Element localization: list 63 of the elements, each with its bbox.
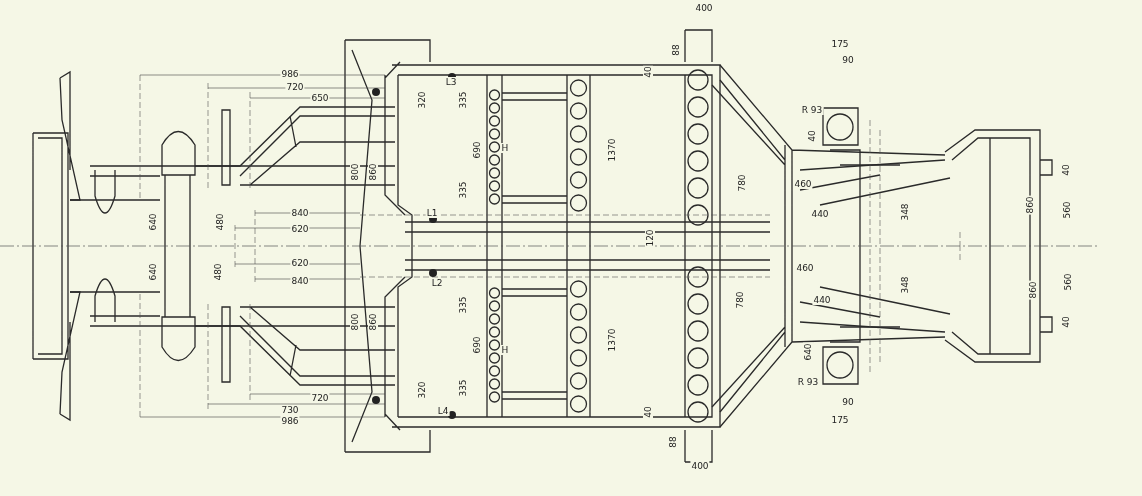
- dimension-label: L1: [425, 208, 439, 218]
- dimension-label: 730: [280, 405, 300, 415]
- dimension-label: 800: [350, 312, 360, 332]
- dimension-label: 840: [290, 208, 310, 218]
- dimension-label: 460: [793, 179, 813, 189]
- dimension-label: 560: [1063, 272, 1073, 292]
- dimension-label: 860: [368, 162, 378, 182]
- dimension-label: 348: [900, 275, 910, 295]
- dimension-label: 320: [417, 90, 427, 110]
- dimension-label: 40: [1061, 315, 1071, 329]
- dimension-label: 40: [1061, 163, 1071, 177]
- dimension-label: 560: [1062, 200, 1072, 220]
- dimension-label: 860: [1028, 280, 1038, 300]
- dimension-label: 320: [417, 380, 427, 400]
- dimension-label: 780: [737, 173, 747, 193]
- dimension-label: 40: [643, 65, 653, 79]
- dimension-label: R 93: [800, 105, 824, 115]
- dimension-label: 400: [690, 461, 710, 471]
- dimension-label: 335: [458, 295, 468, 315]
- dimension-label: 690: [472, 140, 482, 160]
- dimension-label: 120: [645, 228, 655, 248]
- dimension-label: 1370: [607, 327, 617, 353]
- dimension-label: 440: [812, 295, 832, 305]
- dimension-label: 335: [458, 180, 468, 200]
- dimension-label: 640: [148, 212, 158, 232]
- dimension-label: 720: [310, 393, 330, 403]
- dimension-label: 690: [472, 335, 482, 355]
- dimension-label: 720: [285, 82, 305, 92]
- dimension-label: 780: [735, 290, 745, 310]
- dimension-label: 620: [290, 224, 310, 234]
- dimension-label: H: [500, 143, 510, 153]
- dimension-label: 620: [290, 258, 310, 268]
- dimension-label: L4: [436, 406, 450, 416]
- dimension-label: 460: [795, 263, 815, 273]
- dimension-label: 986: [280, 416, 300, 426]
- dimension-label: 335: [458, 90, 468, 110]
- dimension-label: 480: [215, 212, 225, 232]
- dimension-label: 335: [458, 378, 468, 398]
- dimension-label: 440: [810, 209, 830, 219]
- dimension-label: 88: [668, 435, 678, 449]
- dimension-label: 40: [643, 405, 653, 419]
- dimension-label: 348: [900, 202, 910, 222]
- dimension-label: H: [500, 345, 510, 355]
- dimension-label: 480: [213, 262, 223, 282]
- dimension-label: 88: [671, 43, 681, 57]
- dimension-label: 840: [290, 276, 310, 286]
- dimension-label: 800: [350, 162, 360, 182]
- dimension-label: 90: [841, 55, 855, 65]
- dimension-label: R 93: [796, 377, 820, 387]
- dimension-label: 175: [830, 415, 850, 425]
- dimension-label: 650: [310, 93, 330, 103]
- dimension-label: 400: [694, 3, 714, 13]
- dimension-label: 1370: [607, 137, 617, 163]
- dimension-label: 860: [1025, 195, 1035, 215]
- dimension-label: 40: [807, 129, 817, 143]
- dimension-label: 175: [830, 39, 850, 49]
- dimension-label: 986: [280, 69, 300, 79]
- dimension-label: 860: [368, 312, 378, 332]
- dimension-label: 640: [148, 262, 158, 282]
- dimension-label: L3: [444, 77, 458, 87]
- dimension-label: 640: [803, 342, 813, 362]
- dimension-label: 90: [841, 397, 855, 407]
- dimension-label: L2: [430, 278, 444, 288]
